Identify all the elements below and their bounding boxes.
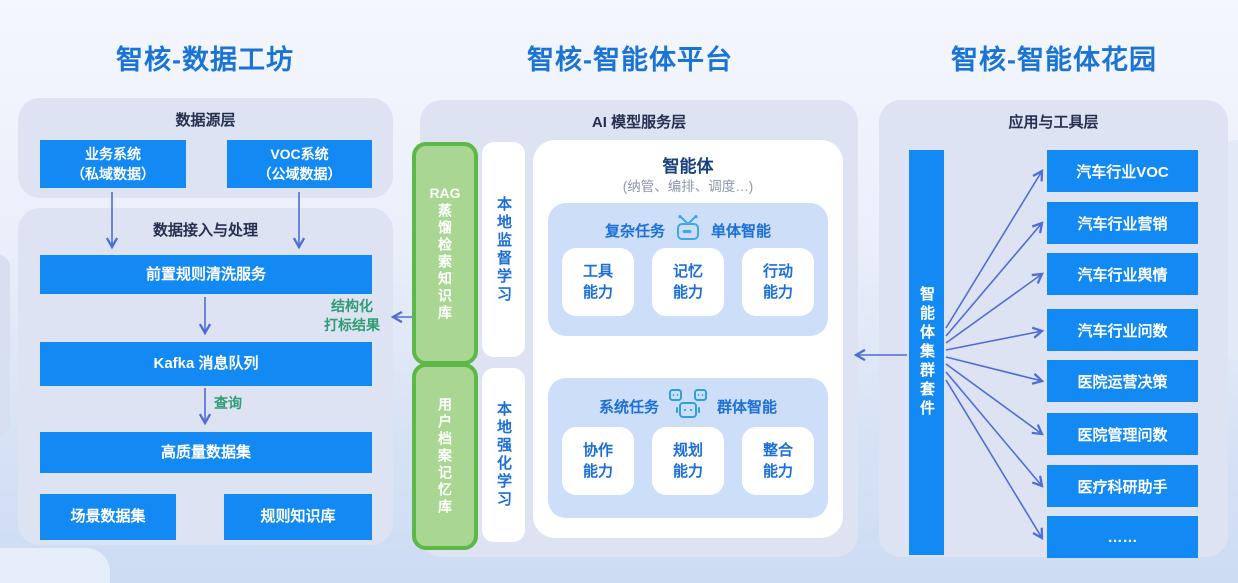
node-label: 汽车行业营销 xyxy=(1077,215,1168,233)
rag-knowledge-bar: RAG 蒸馏检索知识库 xyxy=(412,142,478,365)
data-process-group: 数据接入与处理 前置规则清洗服务 Kafka 消息队列 高质量数据集 场景数据集… xyxy=(18,208,393,545)
supervised-learning-bar: 本地监督学习 xyxy=(482,142,525,357)
source-layer-group: 数据源层 业务系统 （私域数据） VOC系统 （公域数据） xyxy=(18,98,393,198)
cap-line: 能力 xyxy=(672,284,703,301)
intel-label: 群体智能 xyxy=(717,398,778,416)
capability-node: 规划 能力 xyxy=(652,427,724,495)
business-system-node: 业务系统 （私域数据） xyxy=(40,140,186,188)
node-label: （私域数据） xyxy=(71,166,155,182)
node-label: 汽车行业舆情 xyxy=(1077,266,1168,284)
cap-line: 规划 xyxy=(672,442,703,459)
clean-service-node: 前置规则清洗服务 xyxy=(40,255,372,294)
background-blob xyxy=(0,548,110,583)
node-label: （公域数据） xyxy=(257,166,342,182)
single-intel-group: 复杂任务 单体智能 工具 xyxy=(548,203,828,336)
kafka-queue-node: Kafka 消息队列 xyxy=(40,342,372,386)
node-label: VOC系统 xyxy=(270,146,329,162)
cap-line: 工具 xyxy=(582,263,613,280)
multi-intel-group: 系统任务 xyxy=(548,378,828,518)
node-label: 规则知识库 xyxy=(260,508,336,525)
cap-line: 能力 xyxy=(582,284,613,301)
node-label: 汽车行业VOC xyxy=(1076,163,1169,181)
page-title-data-workshop: 智核-数据工坊 xyxy=(116,45,294,75)
query-arrow-label: 查询 xyxy=(214,395,242,411)
capability-node: 协作 能力 xyxy=(562,427,634,495)
agent-suite-bar: 智能体集群套件 xyxy=(909,150,944,555)
capability-node: 工具 能力 xyxy=(562,248,634,316)
task-label: 系统任务 xyxy=(598,398,659,416)
capability-node: 整合 能力 xyxy=(742,427,814,495)
cap-line: 能力 xyxy=(672,463,703,480)
source-layer-header: 数据源层 xyxy=(175,112,236,129)
node-label: Kafka 消息队列 xyxy=(153,355,259,372)
cap-line: 记忆 xyxy=(672,263,703,280)
node-label: 医疗科研助手 xyxy=(1077,478,1168,496)
bar-label: 本地监督学习 xyxy=(495,195,512,304)
app-node-hospital-ops: 医院运营决策 xyxy=(1047,360,1198,402)
cap-line: 能力 xyxy=(582,463,613,480)
node-label: 医院运营决策 xyxy=(1077,373,1168,391)
user-memory-bar: 用户档案记忆库 xyxy=(412,363,478,550)
reinforcement-learning-bar: 本地强化学习 xyxy=(482,368,525,542)
capability-node: 记忆 能力 xyxy=(652,248,724,316)
bar-label: RAG xyxy=(429,185,461,201)
app-tool-layer-group: 应用与工具层 智能体集群套件 汽车行业VOC 汽车行业营销 汽车行业舆情 汽车行… xyxy=(879,100,1228,558)
agent-box: 智能体 (纳管、编排、调度…) 复杂任务 单体智能 xyxy=(533,140,843,538)
node-label: 汽车行业问数 xyxy=(1077,322,1168,340)
bar-label: 智能体集群套件 xyxy=(918,286,935,419)
rule-kb-node: 规则知识库 xyxy=(224,494,372,540)
capability-node: 行动 能力 xyxy=(742,248,814,316)
robots-group-icon xyxy=(667,387,709,425)
cap-line: 能力 xyxy=(762,463,793,480)
app-node-more: …… xyxy=(1047,516,1198,558)
robot-icon xyxy=(673,214,703,246)
bar-label: 本地强化学习 xyxy=(495,401,512,509)
page-title-agent-platform: 智核-智能体平台 xyxy=(527,45,733,75)
background-blob xyxy=(0,255,10,435)
cap-line: 行动 xyxy=(762,263,793,280)
node-label: 场景数据集 xyxy=(70,508,146,525)
structured-result-label: 结构化 打标结果 xyxy=(314,297,390,335)
node-label: 前置规则清洗服务 xyxy=(145,265,266,283)
app-node-auto-marketing: 汽车行业营销 xyxy=(1047,202,1198,244)
node-label: 高质量数据集 xyxy=(160,443,251,461)
quality-dataset-node: 高质量数据集 xyxy=(40,432,372,473)
agent-box-title: 智能体 xyxy=(662,157,714,176)
app-tool-layer-header: 应用与工具层 xyxy=(1008,114,1099,131)
node-label: …… xyxy=(1107,528,1138,546)
data-process-header: 数据接入与处理 xyxy=(152,222,258,239)
ai-model-service-header: AI 模型服务层 xyxy=(591,114,687,131)
app-node-auto-query: 汽车行业问数 xyxy=(1047,309,1198,351)
scene-dataset-node: 场景数据集 xyxy=(40,494,176,540)
node-label: 业务系统 xyxy=(85,146,141,162)
app-node-hospital-query: 医院管理问数 xyxy=(1047,413,1198,455)
agent-box-subtitle: (纳管、编排、调度…) xyxy=(622,179,754,194)
voc-system-node: VOC系统 （公域数据） xyxy=(227,140,372,188)
cap-line: 协作 xyxy=(582,442,613,459)
bar-label: 用户档案记忆库 xyxy=(437,397,453,516)
cap-line: 整合 xyxy=(762,442,793,459)
label-line: 打标结果 xyxy=(324,317,380,333)
bar-label: 蒸馏检索知识库 xyxy=(437,203,453,322)
page-title-agent-garden: 智核-智能体花园 xyxy=(951,45,1157,75)
node-label: 医院管理问数 xyxy=(1077,426,1168,444)
task-label: 复杂任务 xyxy=(604,222,665,240)
app-node-auto-voc: 汽车行业VOC xyxy=(1047,150,1198,192)
app-node-medical-research: 医疗科研助手 xyxy=(1047,465,1198,507)
cap-line: 能力 xyxy=(762,284,793,301)
label-line: 结构化 xyxy=(331,298,373,314)
app-node-auto-sentiment: 汽车行业舆情 xyxy=(1047,253,1198,295)
intel-label: 单体智能 xyxy=(711,222,772,240)
